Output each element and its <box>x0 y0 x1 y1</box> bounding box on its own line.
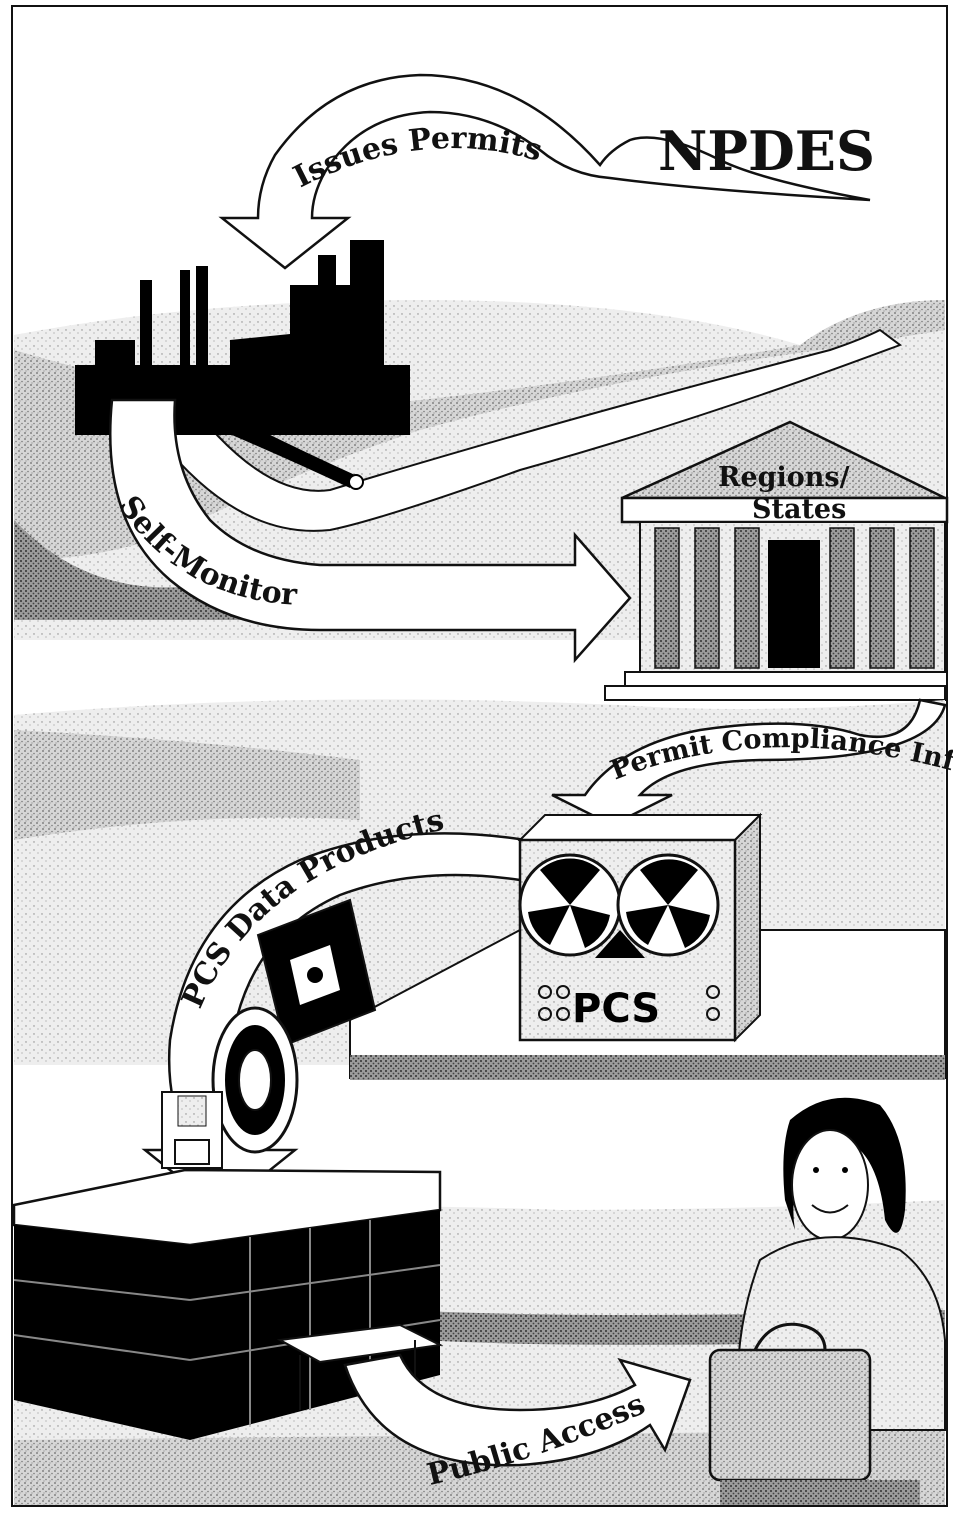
public-user-figure <box>708 1097 946 1505</box>
page-frame <box>11 5 948 1507</box>
tape-reel-right-icon <box>616 853 720 957</box>
tape-reel-icon <box>211 1006 299 1154</box>
floppy-disk-icon <box>256 898 377 1047</box>
regions-label: Regions/ <box>718 462 850 493</box>
tape-reel-left-icon <box>518 853 622 957</box>
regions-states-building: Regions/ States <box>604 420 949 701</box>
pcs-label: PCS <box>572 986 660 1032</box>
page-title: NPDES <box>658 119 875 183</box>
states-label: States <box>752 494 846 525</box>
diskette-icon <box>161 1091 223 1169</box>
pcs-computer-icon: PCS <box>517 812 763 1043</box>
